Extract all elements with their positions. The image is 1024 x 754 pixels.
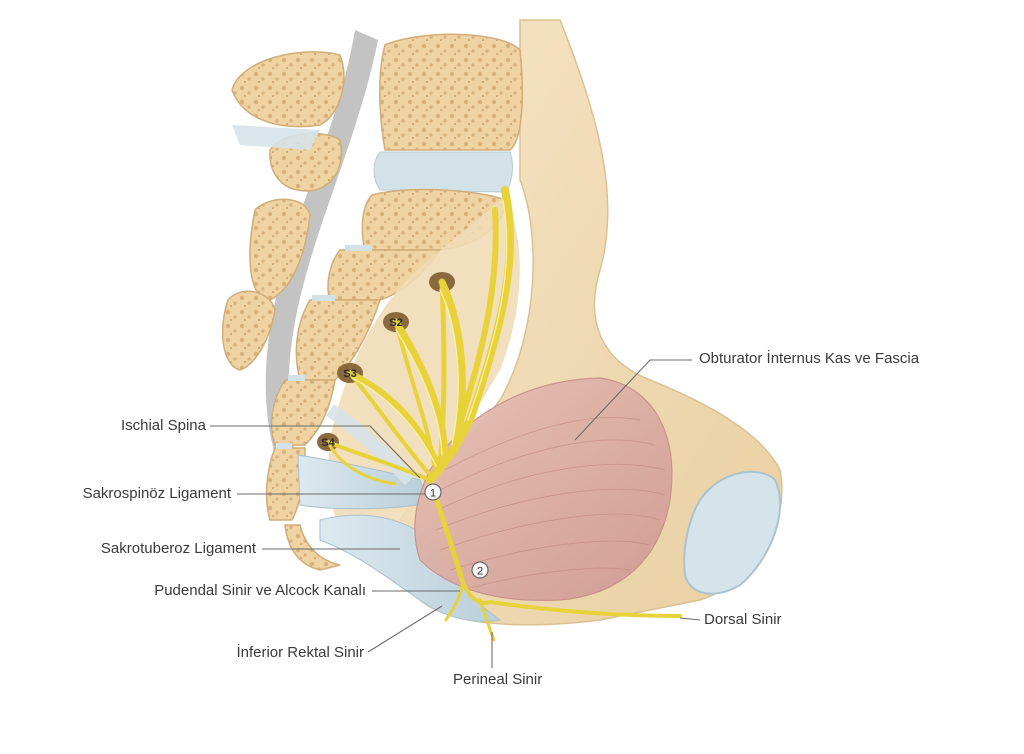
label-obturator: Obturator İnternus Kas ve Fascia [699, 350, 920, 367]
label-inferior-rektal: İnferior Rektal Sinir [236, 644, 364, 661]
ligaments [297, 404, 502, 622]
vertebral-column [265, 33, 524, 571]
svg-text:2: 2 [477, 566, 483, 578]
root-label-s2: S2 [389, 317, 402, 329]
marker-1: 1 [424, 483, 442, 501]
leader-obturator [574, 359, 692, 441]
leader-dorsal [679, 617, 701, 621]
label-perineal: Perineal Sinir [453, 671, 543, 688]
obturator-muscle [414, 377, 673, 602]
nerve-highlights [351, 199, 508, 467]
label-ischial-spina: Ischial Spina [120, 417, 206, 434]
svg-text:1: 1 [430, 488, 436, 500]
muscle-fibers [435, 417, 666, 589]
sacrotuberous-ligament-shape [319, 514, 502, 622]
marker-2: 2 [471, 561, 489, 579]
leader-inferior-rektal [367, 605, 443, 653]
posterior-sacrum [221, 51, 345, 371]
label-sakrospinoz: Sakrospinöz Ligament [82, 485, 231, 502]
label-pudendal: Pudendal Sinir ve Alcock Kanalı [154, 582, 366, 599]
root-label-s3: S3 [343, 368, 356, 380]
label-sakrotuberoz: Sakrotuberoz Ligament [100, 540, 256, 557]
leader-lines [210, 359, 701, 668]
leader-ischial-spina [210, 425, 421, 479]
pubic-symphysis [683, 470, 782, 595]
label-dorsal: Dorsal Sinir [704, 611, 782, 628]
sacral-canal [265, 30, 378, 470]
root-label-s4: S4 [321, 437, 335, 449]
